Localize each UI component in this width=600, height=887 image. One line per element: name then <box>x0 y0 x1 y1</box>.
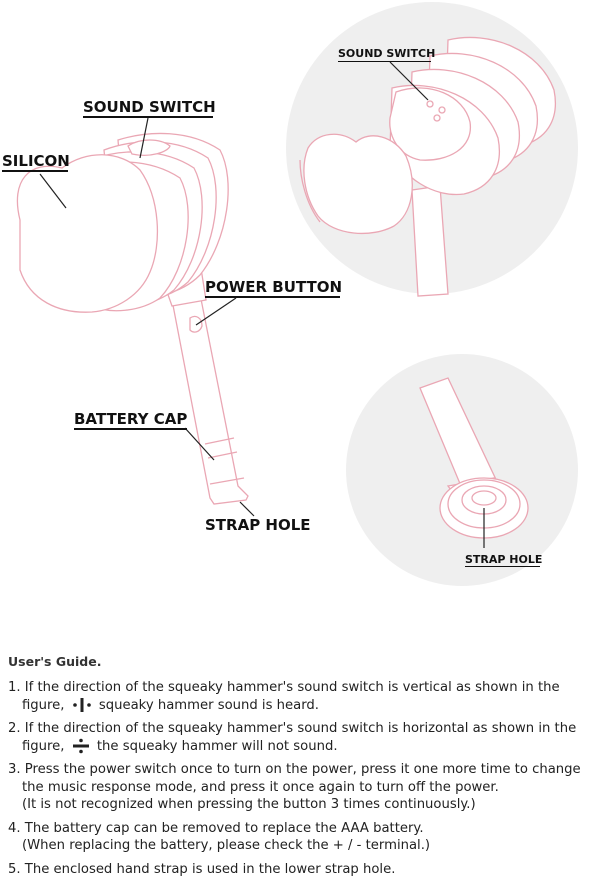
product-diagram: SILICON SOUND SWITCH POWER BUTTON BATTER… <box>2 2 578 586</box>
guide-step-5: 5. The enclosed hand strap is used in th… <box>8 861 594 879</box>
label-battery-cap-underline <box>74 428 187 430</box>
step-3-line-2: the music response mode, and press it on… <box>22 779 499 795</box>
label-power-button-underline <box>205 296 340 298</box>
guide-title: User's Guide. <box>8 654 102 669</box>
label-strap-hole: STRAP HOLE <box>205 516 311 534</box>
detail-label-strap-hole-underline <box>465 566 540 567</box>
guide-step-4: 4. The battery cap can be removed to rep… <box>8 820 594 855</box>
step-3-line-3: (It is not recognized when pressing the … <box>22 797 476 812</box>
label-battery-cap: BATTERY CAP <box>74 410 188 428</box>
detail-label-strap-hole: STRAP HOLE <box>465 553 543 566</box>
step-4-line-2: (When replacing the battery, please chec… <box>22 838 431 853</box>
label-sound-switch: SOUND SWITCH <box>83 98 216 116</box>
diagram-canvas <box>16 2 578 586</box>
step-1-line-2: figure, squeaky hammer sound is heard. <box>8 697 594 715</box>
label-power-button: POWER BUTTON <box>205 278 343 296</box>
sound-switch-detail-illustration <box>299 36 556 297</box>
step-2-figure-label: figure, <box>22 738 65 754</box>
guide-step-3: 3. Press the power switch once to turn o… <box>8 761 594 814</box>
step-2-line-1: 2. If the direction of the squeaky hamme… <box>8 721 577 736</box>
step-5-line-1: 5. The enclosed hand strap is used in th… <box>8 861 396 877</box>
users-guide: User's Guide. 1. If the direction of the… <box>8 654 594 884</box>
step-2-result: the squeaky hammer will not sound. <box>96 738 338 754</box>
step-1-result: squeaky hammer sound is heard. <box>98 697 319 713</box>
step-3-line-1: 3. Press the power switch once to turn o… <box>8 762 581 777</box>
leader-lines <box>39 61 485 548</box>
vertical-switch-icon <box>72 697 91 712</box>
detail-label-sound-switch: SOUND SWITCH <box>338 47 436 60</box>
step-1-line-1: 1. If the direction of the squeaky hamme… <box>8 680 560 695</box>
step-1-figure-label: figure, <box>22 697 65 713</box>
label-silicon-underline <box>2 170 68 172</box>
strap-hole-detail-illustration <box>419 377 529 539</box>
label-sound-switch-underline <box>83 116 213 118</box>
step-2-line-2: figure, the squeaky hammer will not soun… <box>8 738 594 756</box>
hammer-illustration <box>16 132 249 505</box>
label-silicon: SILICON <box>2 152 70 170</box>
guide-step-1: 1. If the direction of the squeaky hamme… <box>8 679 594 714</box>
horizontal-switch-icon <box>72 738 89 753</box>
detail-label-sound-switch-underline <box>338 61 431 62</box>
guide-step-2: 2. If the direction of the squeaky hamme… <box>8 720 594 755</box>
step-4-line-1: 4. The battery cap can be removed to rep… <box>8 820 424 836</box>
